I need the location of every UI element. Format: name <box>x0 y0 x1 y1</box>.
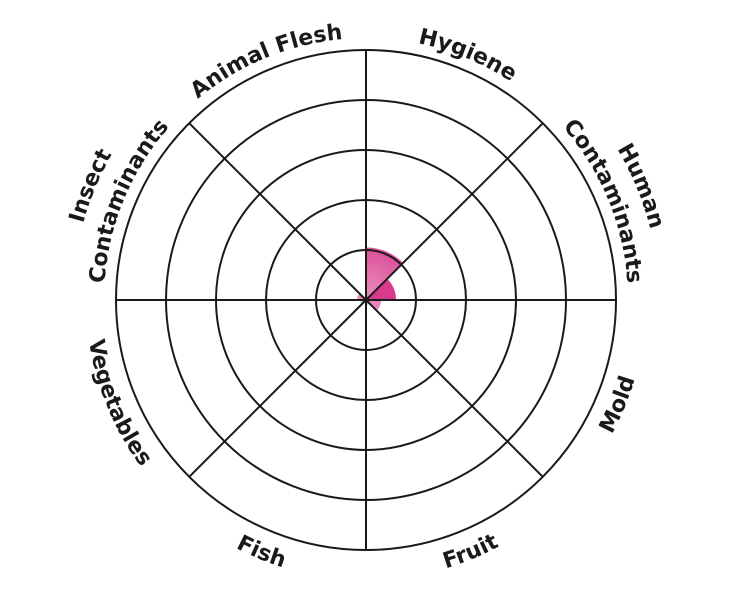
grid-spoke-8 <box>188 122 367 301</box>
label-vegetables: Vegetables <box>83 337 157 470</box>
grid-spoke-6 <box>188 299 367 478</box>
label-animal-flesh: Animal Flesh <box>186 20 344 104</box>
label-insect-contaminants-line-2: Contaminants <box>85 115 174 285</box>
wedge-hygiene <box>366 247 404 300</box>
grid-spoke-4 <box>365 299 544 478</box>
category-labels: HygieneHumanContaminantsMoldFruitFishVeg… <box>65 20 669 574</box>
wedge-human-contaminants <box>366 278 396 300</box>
polar-grid <box>115 49 617 551</box>
grid-spoke-2 <box>365 122 544 301</box>
label-hygiene: Hygiene <box>416 25 521 87</box>
label-fish: Fish <box>233 531 289 573</box>
